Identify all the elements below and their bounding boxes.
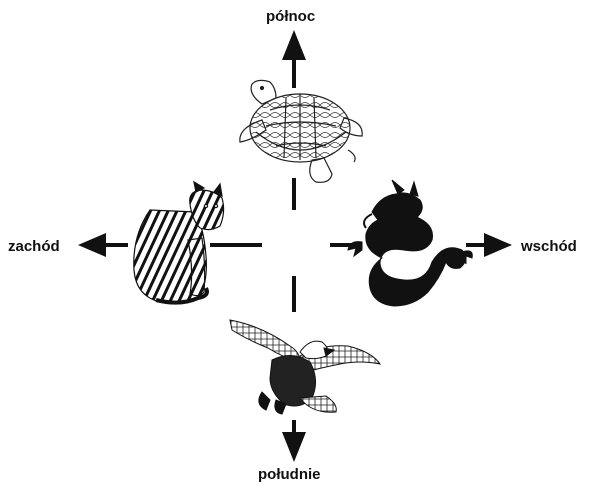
north-arrowhead bbox=[282, 30, 306, 60]
north-label: północ bbox=[266, 8, 315, 26]
south-arrowhead bbox=[282, 432, 306, 462]
eagle-icon bbox=[230, 320, 380, 414]
dragon-icon bbox=[348, 180, 472, 306]
turtle-icon bbox=[240, 80, 362, 182]
west-label: zachód bbox=[8, 238, 60, 256]
tiger-icon bbox=[134, 182, 224, 303]
east-label: wschód bbox=[521, 238, 577, 256]
east-arrowhead bbox=[484, 233, 512, 257]
south-label: południe bbox=[258, 466, 321, 484]
west-arrowhead bbox=[78, 233, 106, 257]
